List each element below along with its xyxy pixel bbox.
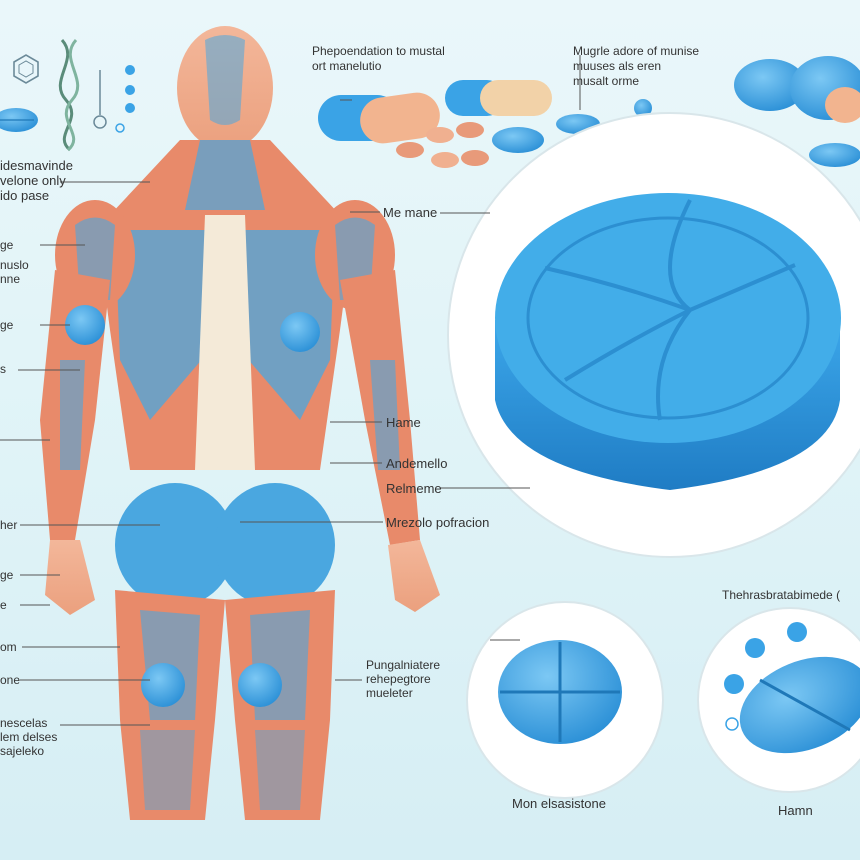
small-tablets-cluster [396, 99, 652, 168]
quarter-scored-tablet-callout [466, 601, 664, 799]
vitamin-dots-icon [115, 65, 135, 133]
human-back-anatomy [40, 26, 440, 820]
label-bottom-center: Mon elsasistone [512, 796, 606, 811]
label-left-8: e [0, 598, 7, 612]
label-top-center: Phepoendation to mustal ort manelutio [312, 44, 445, 73]
label-left-6: her [0, 518, 18, 532]
label-left-11: nescelas lem delses sajeleko [0, 716, 58, 758]
capsule-pill-2 [445, 80, 552, 116]
label-mid-2: Hame [386, 415, 421, 430]
label-mid-4: Relmeme [386, 481, 442, 496]
label-left-4: ge [0, 318, 14, 332]
label-bottom-right: Hamn [778, 803, 813, 818]
label-left-5: s [0, 362, 6, 376]
large-tablet-callout [447, 112, 860, 558]
leader-lines [0, 55, 581, 726]
label-mid-5: Mrezolo pofracion [386, 515, 490, 530]
label-left-3: nuslo nne [0, 258, 29, 286]
label-left-7: ge [0, 568, 14, 582]
small-blue-tablet-icon [0, 108, 38, 132]
label-mid-1: Me mane [383, 205, 438, 220]
label-left-10: one [0, 673, 21, 687]
label-left-2: ge [0, 238, 14, 252]
capsule-pill-1 [318, 92, 440, 144]
dna-helix-icon [58, 38, 107, 152]
label-mid-3: Andemello [386, 456, 448, 471]
label-left-1: idesmavinde velone only ido pase [0, 158, 73, 203]
molecule-icon [13, 54, 39, 84]
label-mid-6: Pungalniatere rehepegtore mueleter [366, 658, 441, 700]
label-top-right: Mugrle adore of munise muuses als eren m… [573, 44, 700, 88]
top-right-tablets [734, 56, 860, 167]
label-left-9: om [0, 640, 17, 654]
oval-tablet-callout [697, 607, 860, 793]
label-bottom-right-title: Thehrasbratabimede ( [722, 588, 841, 602]
